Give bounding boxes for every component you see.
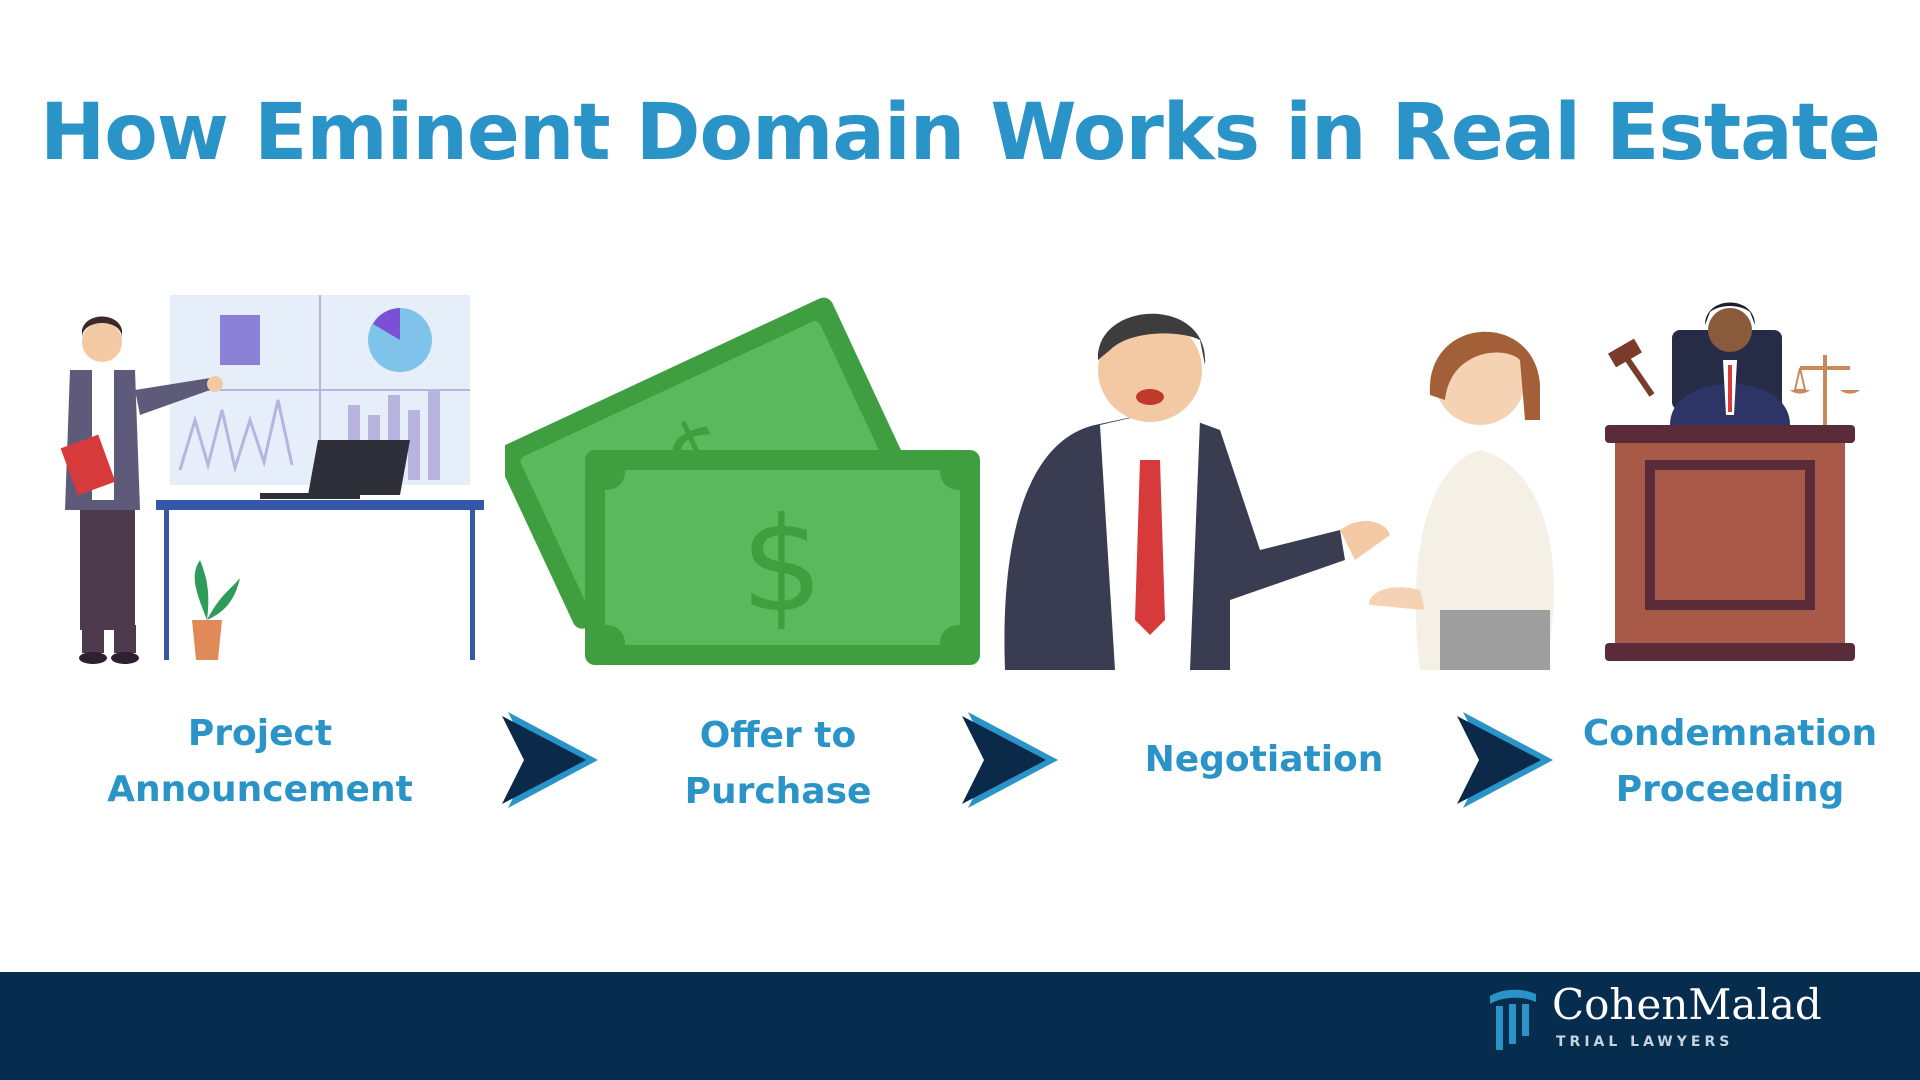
page-title: How Eminent Domain Works in Real Estate [0,88,1920,178]
step-2-line2: Purchase [578,764,978,820]
step-label-2: Offer to Purchase [578,708,978,820]
chevron-right-icon [960,710,1060,810]
step-1-line1: Project [60,706,460,762]
step-label-4: Condemnation Proceeding [1530,706,1920,818]
step-4-line2: Proceeding [1530,762,1920,818]
step-1-line2: Announcement [60,762,460,818]
pillar-logo-icon [1488,986,1538,1052]
step-2-line1: Offer to [578,708,978,764]
step-3-line1: Negotiation [1064,732,1464,788]
brand-tagline: TRIAL LAWYERS [1556,1034,1733,1050]
step-label-3: Negotiation [1064,732,1464,788]
svg-text:$: $ [741,489,824,641]
judge-icon [1600,290,1870,670]
step-4-line1: Condemnation [1530,706,1920,762]
negotiation-icon [1000,290,1580,670]
brand-name: CohenMalad [1552,980,1822,1029]
presenter-icon [30,290,490,670]
chevron-right-icon [500,710,600,810]
money-icon: $ $ [505,295,980,670]
chevron-right-icon [1455,710,1555,810]
step-label-1: Project Announcement [60,706,460,818]
